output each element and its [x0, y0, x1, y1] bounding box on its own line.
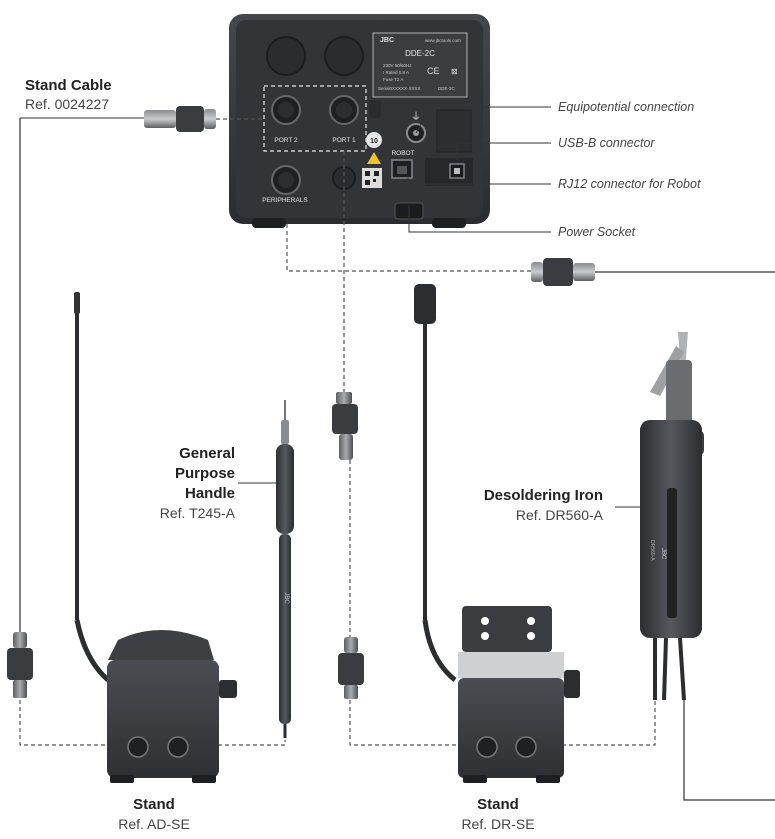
unit-model-small: DDE-2C	[438, 86, 456, 91]
unit-model: DDE-2C	[405, 49, 435, 58]
stand-ad-title: Stand	[133, 796, 175, 813]
handle-brand: JBC	[283, 592, 289, 604]
port-count-badge-icon	[366, 132, 382, 148]
robot-label: ROBOT	[391, 150, 414, 157]
ground-symbol-icon: ⏚	[411, 111, 421, 123]
desoldering-iron-title: Desoldering Iron	[483, 487, 603, 504]
unit-brand: JBC	[380, 37, 394, 44]
ad-stand-cable-plug	[7, 632, 33, 698]
general-handle-title-line-3: Handle	[184, 485, 235, 502]
port-1-label: PORT 1	[332, 137, 356, 144]
control-unit: JBC www.jbctools.com DDE-2C 230V 50/60Hz…	[229, 14, 490, 228]
unit-spec-irated: I Rated 0.8 A	[383, 70, 409, 75]
stand-ad-se	[74, 292, 237, 783]
power-cable-plug	[286, 224, 775, 286]
dashed-connections	[19, 151, 656, 746]
esd-warning-icon	[367, 152, 381, 164]
unit-spec-voltage: 230V 50/60Hz	[383, 63, 412, 68]
desoldering-iron-ref: Ref. DR560-A	[515, 507, 603, 523]
power-annotation: Power Socket	[558, 225, 636, 239]
general-purpose-handle: JBC	[238, 400, 294, 738]
desoldering-iron: DR560-A JBC	[615, 332, 775, 801]
stand-dr-ref: Ref. DR-SE	[461, 816, 535, 832]
iron-brand: JBC	[660, 548, 666, 560]
unit-website: www.jbctools.com	[425, 38, 461, 43]
stand-ad-ref: Ref. AD-SE	[118, 816, 190, 832]
svg-text:10: 10	[370, 138, 378, 145]
iron-model: DR560-A	[649, 540, 655, 561]
unit-spec-serial: Serial0XXXXX-XXXX	[378, 86, 421, 91]
port-2-label: PORT 2	[274, 137, 298, 144]
port1-cable-plug	[332, 392, 358, 460]
equipotential-annotation: Equipotential connection	[558, 100, 695, 114]
stand-dr-se	[414, 284, 580, 783]
ce-mark-icon: CE	[427, 66, 440, 76]
general-handle-title-line-2: Purpose	[174, 465, 235, 482]
usb-annotation: USB-B connector	[558, 136, 655, 150]
stand-dr-title: Stand	[477, 796, 519, 813]
unit-spec-fuse: Fuse T2 A	[383, 77, 403, 82]
dr-stand-cable-plug	[338, 637, 364, 699]
peripherals-label: PERIPHERALS	[262, 197, 308, 204]
stand-cable-title: Stand Cable	[25, 77, 112, 94]
annotation-leaders	[407, 106, 551, 233]
general-handle-title-line-1: General	[179, 445, 235, 462]
general-handle-ref: Ref. T245-A	[159, 505, 235, 521]
weee-bin-icon: ⊠	[451, 67, 458, 76]
stand-cable-ref: Ref. 0024227	[25, 96, 110, 112]
stand-cable-plug	[19, 106, 264, 632]
rj12-annotation: RJ12 connector for Robot	[558, 177, 701, 191]
